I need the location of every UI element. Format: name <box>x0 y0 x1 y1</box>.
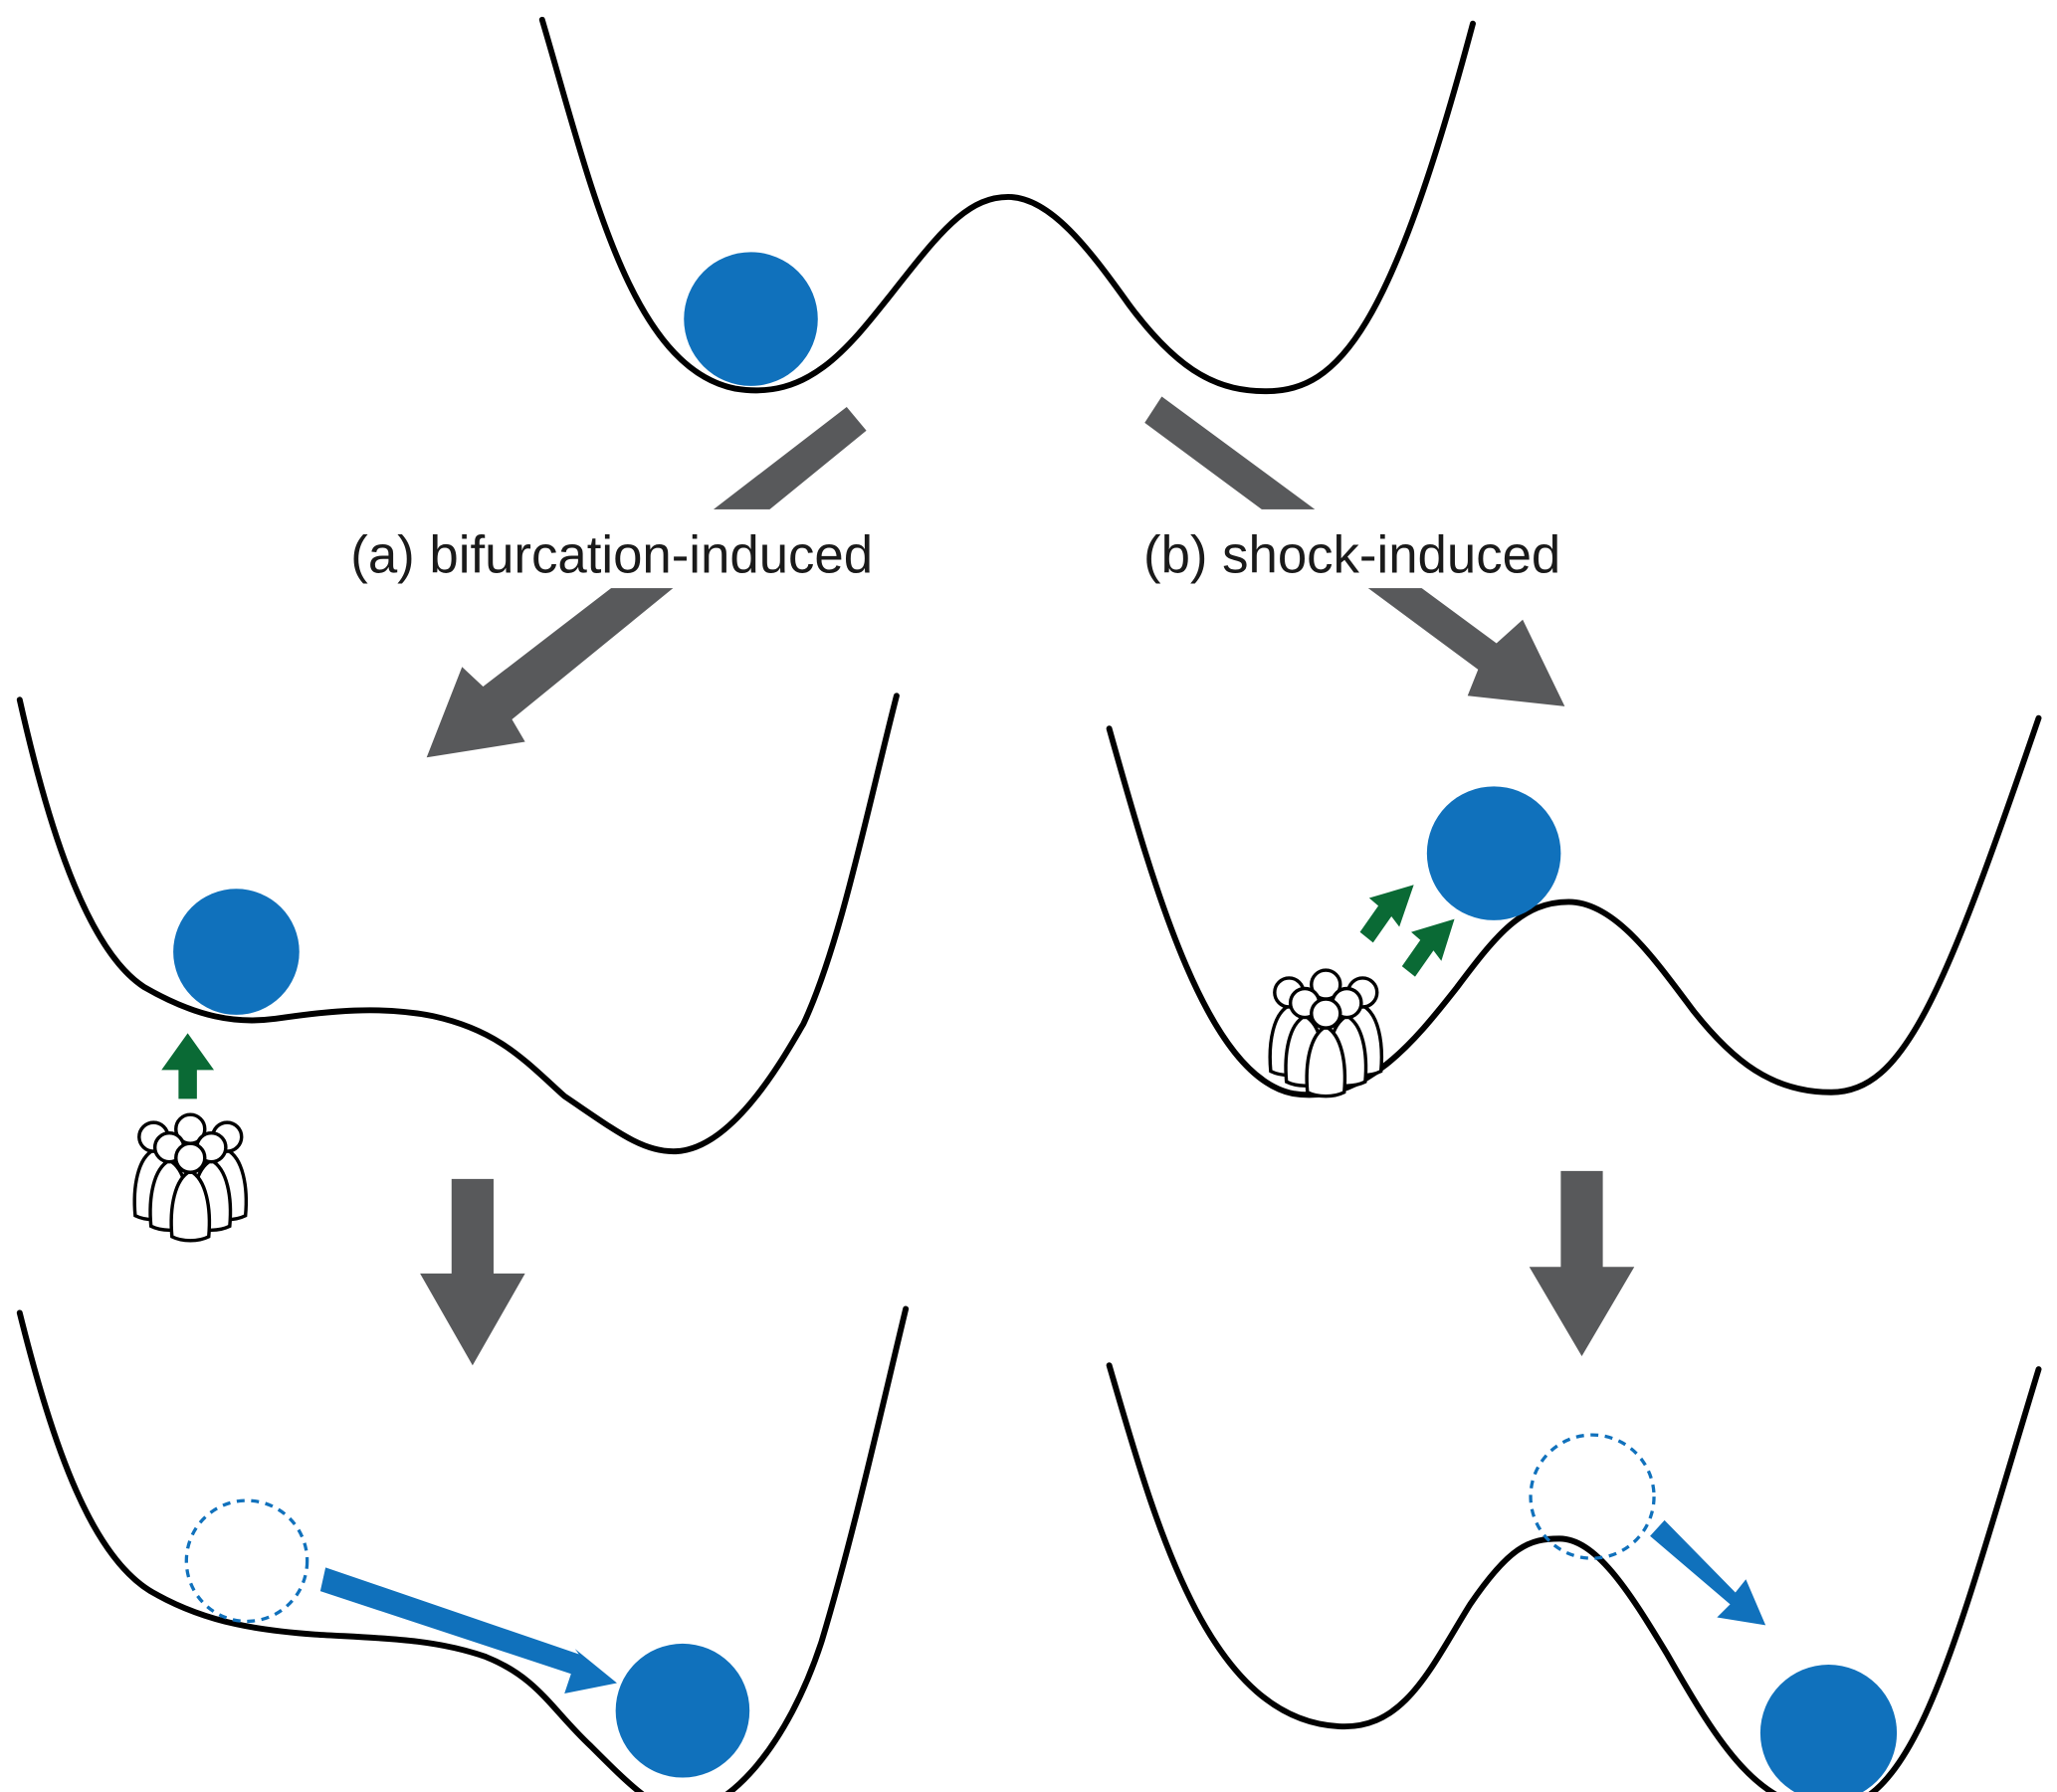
ball-icon <box>173 889 300 1015</box>
panel-shock-bottom <box>1106 1362 2042 1792</box>
push-arrow-icon <box>1359 885 1414 943</box>
flow-arrow-down-icon <box>1529 1170 1635 1356</box>
panel-bifurcation-middle <box>16 693 900 1243</box>
push-arrow-icon <box>1401 918 1455 977</box>
branch-label-shock: (b) shock-induced <box>1143 525 1560 584</box>
motion-arrow-icon <box>319 1567 617 1694</box>
branch-label-bifurcation: (a) bifurcation-induced <box>350 525 873 584</box>
potential-curve-bifurcation-bottom <box>16 1305 910 1792</box>
potential-curve-initial <box>538 16 1476 395</box>
panel-bifurcation-bottom <box>16 1305 910 1792</box>
panel-shock-middle <box>1106 714 2042 1098</box>
panel-initial-state <box>538 16 1476 395</box>
potential-curve-shock-bottom <box>1106 1362 2042 1792</box>
ball-icon <box>684 252 818 386</box>
dashed-circle-icon <box>1529 1433 1656 1560</box>
crowd-icon <box>132 1112 249 1243</box>
dashed-circle-icon <box>184 1498 309 1624</box>
ball-icon <box>1759 1665 1898 1792</box>
potential-curve-bifurcation-mid <box>16 693 900 1155</box>
crowd-icon <box>1268 968 1384 1098</box>
ball-icon <box>1426 786 1561 920</box>
potential-curve-shock-mid <box>1106 714 2042 1098</box>
ball-icon <box>615 1643 750 1778</box>
flow-arrow-down-icon <box>420 1178 525 1366</box>
motion-arrow-icon <box>1650 1519 1766 1626</box>
push-arrow-up-icon <box>161 1033 215 1099</box>
